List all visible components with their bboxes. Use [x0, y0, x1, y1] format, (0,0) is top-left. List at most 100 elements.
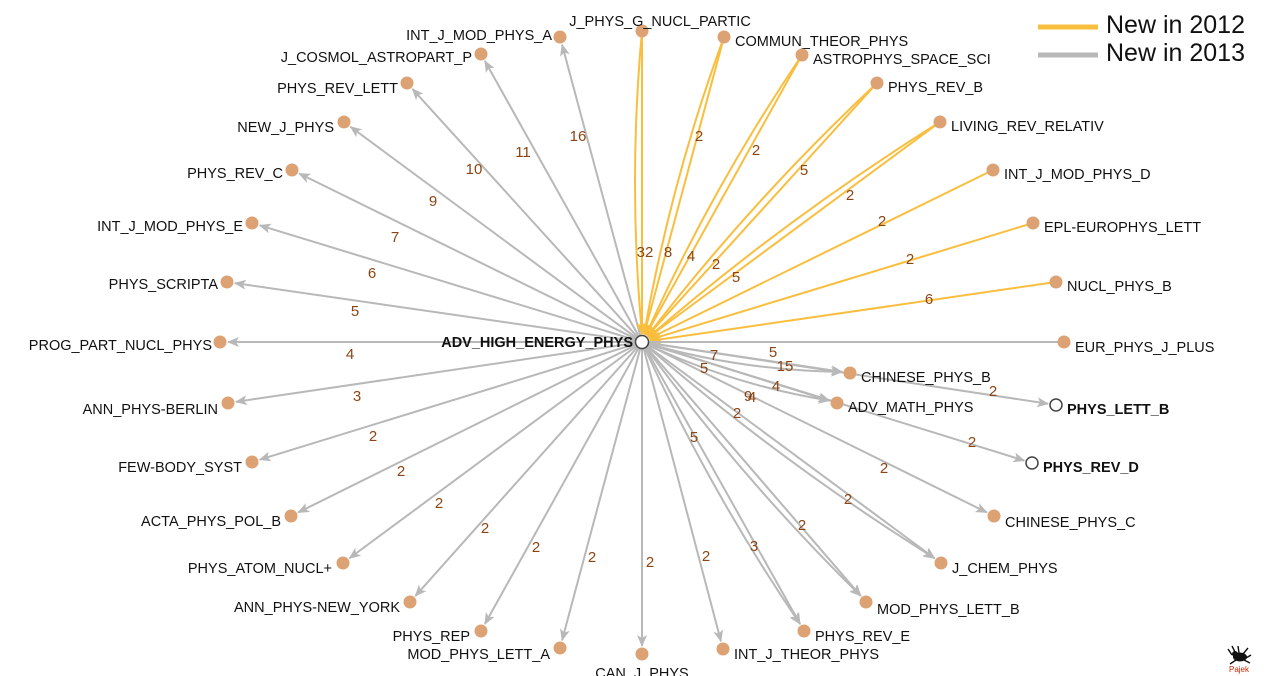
node-phys-rev-lett[interactable]: PHYS_REV_LETT	[277, 76, 414, 98]
node-label: FEW-BODY_SYST	[118, 460, 242, 476]
node-can-j-phys[interactable]: CAN_J_PHYS	[595, 647, 689, 676]
edge-phys-rev-lett	[411, 88, 643, 343]
edge-living-rev-relativ	[647, 121, 941, 339]
edge-label-phys-rev-c: 7	[391, 229, 399, 246]
edge-label-extra: 2	[712, 256, 720, 273]
node-circle	[1025, 456, 1039, 470]
node-phys-scripta[interactable]: PHYS_SCRIPTA	[109, 275, 234, 294]
node-label: MOD_PHYS_LETT_B	[877, 602, 1020, 618]
node-circle	[716, 642, 730, 656]
node-epl-europhys-lett[interactable]: EPL-EUROPHYS_LETT	[1026, 216, 1202, 237]
edge-phys-rev-e	[641, 341, 801, 625]
node-chinese-phys-c[interactable]: CHINESE_PHYS_C	[987, 509, 1136, 532]
node-circle	[987, 509, 1001, 523]
edge-label-extra: 8	[664, 244, 672, 261]
node-phys-lett-b[interactable]: PHYS_LETT_B	[1049, 398, 1169, 418]
edge-int-j-theor-phys	[641, 341, 723, 643]
node-circle	[1049, 398, 1063, 412]
node-circle	[635, 24, 649, 38]
edge-nucl-phys-b	[648, 281, 1057, 345]
node-mod-phys-lett-a[interactable]: MOD_PHYS_LETT_A	[407, 641, 567, 664]
edge-few-body-syst	[258, 341, 643, 462]
edge-label-extra: 7	[710, 347, 718, 364]
node-ann-phys-new-york[interactable]: ANN_PHYS-NEW_YORK	[234, 595, 417, 617]
edge-label-j-phys-g-nucl-partic: 32	[637, 244, 654, 261]
node-label: CHINESE_PHYS_B	[861, 370, 991, 386]
node-j-chem-phys[interactable]: J_CHEM_PHYS	[934, 556, 1058, 578]
node-circle	[245, 455, 259, 469]
node-ann-phys-berlin[interactable]: ANN_PHYS-BERLIN	[83, 396, 235, 419]
node-int-j-mod-phys-e[interactable]: INT_J_MOD_PHYS_E	[97, 216, 259, 236]
center-node-label: ADV_HIGH_ENERGY_PHYS	[441, 335, 633, 351]
node-label: COMMUN_THEOR_PHYS	[735, 34, 908, 50]
legend: New in 2012 New in 2013	[1038, 11, 1245, 67]
node-acta-phys-pol-b[interactable]: ACTA_PHYS_POL_B	[141, 509, 298, 531]
node-adv-math-phys[interactable]: ADV_MATH_PHYS	[830, 396, 974, 417]
node-circle	[400, 76, 414, 90]
edge-label-mod-phys-lett-b: 2	[798, 517, 806, 534]
node-mod-phys-lett-b[interactable]: MOD_PHYS_LETT_B	[859, 595, 1020, 619]
node-label: INT_J_MOD_PHYS_E	[97, 219, 243, 235]
node-label: CAN_J_PHYS	[595, 666, 688, 676]
node-label: PHYS_REV_LETT	[277, 81, 398, 97]
edge-label-extra: 15	[777, 358, 794, 375]
edge-label-phys-rev-d: 2	[968, 434, 976, 451]
edge-int-j-mod-phys-a	[560, 43, 643, 343]
parallel-edge	[641, 341, 831, 404]
edge-label-phys-rev-lett: 10	[466, 161, 483, 178]
edge-label-adv-math-phys: 4	[748, 389, 756, 406]
edge-new-j-phys	[349, 125, 643, 343]
node-label: PHYS_REV_B	[888, 80, 983, 96]
edge-label-phys-rev-e: 3	[750, 538, 758, 555]
parallel-edge	[634, 30, 646, 335]
node-nucl-phys-b[interactable]: NUCL_PHYS_B	[1049, 275, 1172, 296]
node-few-body-syst[interactable]: FEW-BODY_SYST	[118, 455, 259, 477]
edge-label-phys-rep: 2	[532, 539, 540, 556]
node-phys-rev-e[interactable]: PHYS_REV_E	[797, 624, 911, 646]
node-circle	[830, 396, 844, 410]
edge-phys-scripta	[233, 279, 643, 343]
node-phys-atom-nucl[interactable]: PHYS_ATOM_NUCL+	[188, 556, 350, 578]
edge-label-j-chem-phys: 2	[844, 491, 852, 508]
node-label: PHYS_LETT_B	[1067, 402, 1169, 418]
node-int-j-mod-phys-a[interactable]: INT_J_MOD_PHYS_A	[406, 28, 567, 44]
node-phys-rev-d[interactable]: PHYS_REV_D	[1025, 456, 1139, 476]
parallel-edge	[646, 82, 878, 337]
edge-label-extra: 5	[732, 269, 740, 286]
node-phys-rev-c[interactable]: PHYS_REV_C	[187, 163, 299, 183]
node-circle	[843, 366, 857, 380]
node-label: INT_J_MOD_PHYS_A	[406, 28, 552, 44]
node-circle	[474, 624, 488, 638]
node-label: ACTA_PHYS_POL_B	[141, 514, 281, 530]
edge-label-int-j-mod-phys-e: 6	[368, 265, 376, 282]
parallel-edge	[641, 341, 862, 597]
legend-label-2013: New in 2013	[1106, 39, 1245, 67]
node-eur-phys-j-plus[interactable]: EUR_PHYS_J_PLUS	[1057, 335, 1215, 357]
edge-ann-phys-new-york	[414, 341, 643, 597]
node-circle	[474, 47, 488, 61]
node-int-j-theor-phys[interactable]: INT_J_THEOR_PHYS	[716, 642, 880, 664]
node-living-rev-relativ[interactable]: LIVING_REV_RELATIV	[933, 115, 1105, 136]
node-new-j-phys[interactable]: NEW_J_PHYS	[237, 115, 351, 137]
edge-label-chinese-phys-b: 4	[772, 378, 780, 395]
node-commun-theor-phys[interactable]: COMMUN_THEOR_PHYS	[717, 30, 909, 51]
node-chinese-phys-b[interactable]: CHINESE_PHYS_B	[843, 366, 991, 387]
center-node[interactable]: ADV_HIGH_ENERGY_PHYS	[441, 334, 650, 351]
node-phys-rep[interactable]: PHYS_REP	[393, 624, 488, 646]
node-astrophys-space-sci[interactable]: ASTROPHYS_SPACE_SCI	[795, 48, 991, 69]
node-prog-part-nucl-phys[interactable]: PROG_PART_NUCL_PHYS	[29, 335, 227, 355]
edge-phys-rep	[484, 341, 643, 625]
node-circle	[986, 163, 1000, 177]
edge-label-extra: 9	[744, 388, 752, 405]
edge-label-acta-phys-pol-b: 2	[397, 463, 405, 480]
edge-label-astrophys-space-sci: 2	[752, 142, 760, 159]
node-label: NEW_J_PHYS	[237, 120, 334, 136]
node-j-cosmol-astropart-p[interactable]: J_COSMOL_ASTROPART_P	[281, 47, 488, 67]
node-int-j-mod-phys-d[interactable]: INT_J_MOD_PHYS_D	[986, 163, 1151, 184]
node-j-phys-g-nucl-partic[interactable]: J_PHYS_G_NUCL_PARTIC	[569, 14, 751, 38]
node-circle	[795, 48, 809, 62]
node-circle	[284, 509, 298, 523]
node-phys-rev-b[interactable]: PHYS_REV_B	[870, 76, 984, 97]
node-circle	[870, 76, 884, 90]
edge-label-nucl-phys-b: 6	[925, 291, 933, 308]
